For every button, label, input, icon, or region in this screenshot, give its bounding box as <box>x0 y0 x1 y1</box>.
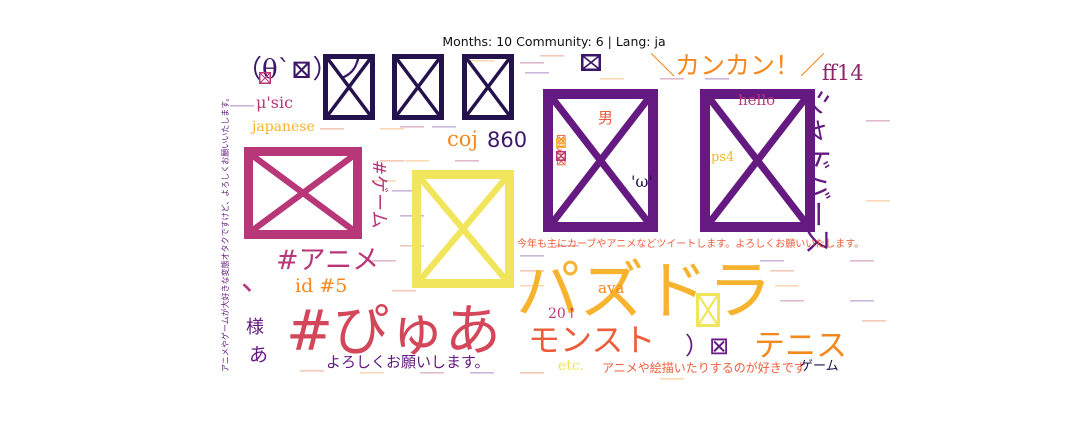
word-19: 'ω' <box>631 172 653 191</box>
texture-mark <box>760 260 784 262</box>
word-22: #アニメ <box>276 245 379 276</box>
texture-mark <box>705 78 729 80</box>
word-36: よろしくお願いします。 <box>326 353 490 371</box>
word-23: id #5 <box>295 275 347 297</box>
word-9: coj <box>447 127 478 151</box>
word-missing-glyph <box>462 54 514 120</box>
texture-mark <box>455 160 479 162</box>
texture-mark <box>660 78 684 80</box>
word-15: ps4 <box>711 150 734 165</box>
word-4: ＼カンカン！／ <box>650 51 825 80</box>
texture-mark <box>520 62 544 64</box>
word-33: #ぴゅあ <box>286 299 501 364</box>
texture-mark <box>520 270 544 272</box>
texture-mark <box>300 370 324 372</box>
word-5: ff14 <box>822 61 864 85</box>
texture-mark <box>320 128 344 130</box>
texture-mark <box>600 78 624 80</box>
texture-mark <box>420 372 444 374</box>
word-12: 男 <box>598 109 613 127</box>
word-34: 様 <box>246 317 264 338</box>
word-10: 860 <box>487 128 527 152</box>
texture-mark <box>360 372 384 374</box>
texture-mark <box>866 120 890 122</box>
texture-mark <box>850 260 874 262</box>
texture-mark <box>380 160 404 162</box>
texture-mark <box>432 126 456 128</box>
texture-mark <box>392 290 416 292</box>
word-missing-glyph <box>556 138 566 148</box>
texture-mark <box>866 200 890 202</box>
word-37: etc. <box>558 358 584 374</box>
word-21: #ゲーム <box>368 160 389 229</box>
word-31: 20↑ <box>548 306 578 322</box>
texture-mark <box>400 126 424 128</box>
word-24: 、 <box>241 263 271 298</box>
texture-mark <box>372 260 396 262</box>
texture-mark <box>405 160 429 162</box>
word-25: 今年も主にカーブやアニメなどツイートします。よろしくお願いいたします。 <box>517 237 864 250</box>
chart-title: Months: 10 Community: 6 | Lang: ja <box>442 34 666 49</box>
word-missing-glyph <box>696 293 720 327</box>
texture-mark <box>372 180 396 182</box>
word-32: ava <box>598 279 624 297</box>
word-missing-glyph <box>412 170 514 288</box>
texture-mark <box>470 372 494 374</box>
word-14: hello <box>738 91 775 109</box>
texture-mark <box>470 60 494 62</box>
word-16: シャドバース <box>801 88 834 255</box>
texture-mark <box>555 245 579 247</box>
texture-mark <box>770 270 794 272</box>
texture-mark <box>540 55 564 57</box>
word-40: アニメやゲームが大好きな変態オタクですけど、よろしくお願いいたします。 <box>220 94 230 372</box>
word-38: アニメや絵描いたりするのが好きです <box>602 360 806 375</box>
texture-mark <box>520 255 544 257</box>
word-missing-glyph <box>392 54 444 120</box>
word-missing-glyph <box>543 89 658 232</box>
texture-mark <box>520 285 544 287</box>
word-8: japanese <box>250 119 315 135</box>
word-39: ゲーム <box>800 359 839 374</box>
word-missing-glyph <box>259 72 271 84</box>
texture-mark <box>525 72 549 74</box>
texture-mark <box>660 378 684 380</box>
word-missing-glyph <box>700 89 815 232</box>
texture-mark <box>775 285 799 287</box>
word-missing-glyph <box>581 54 601 71</box>
word-missing-glyph <box>323 54 375 120</box>
word-missing-glyph <box>244 147 362 239</box>
word-30: テニス <box>754 328 847 364</box>
texture-mark <box>780 300 804 302</box>
word-26: パズドラ <box>516 255 772 329</box>
word-35: あ <box>249 344 268 366</box>
texture-mark <box>850 300 874 302</box>
texture-mark <box>862 320 886 322</box>
texture-mark <box>392 190 416 192</box>
word-28: モンスト <box>528 321 655 359</box>
word-7: μ'sic <box>256 93 293 112</box>
texture-mark <box>520 372 544 374</box>
word-29: ）⊠ <box>685 332 729 360</box>
word-missing-glyph <box>556 151 566 161</box>
texture-mark <box>380 128 404 130</box>
texture-mark <box>230 105 254 107</box>
